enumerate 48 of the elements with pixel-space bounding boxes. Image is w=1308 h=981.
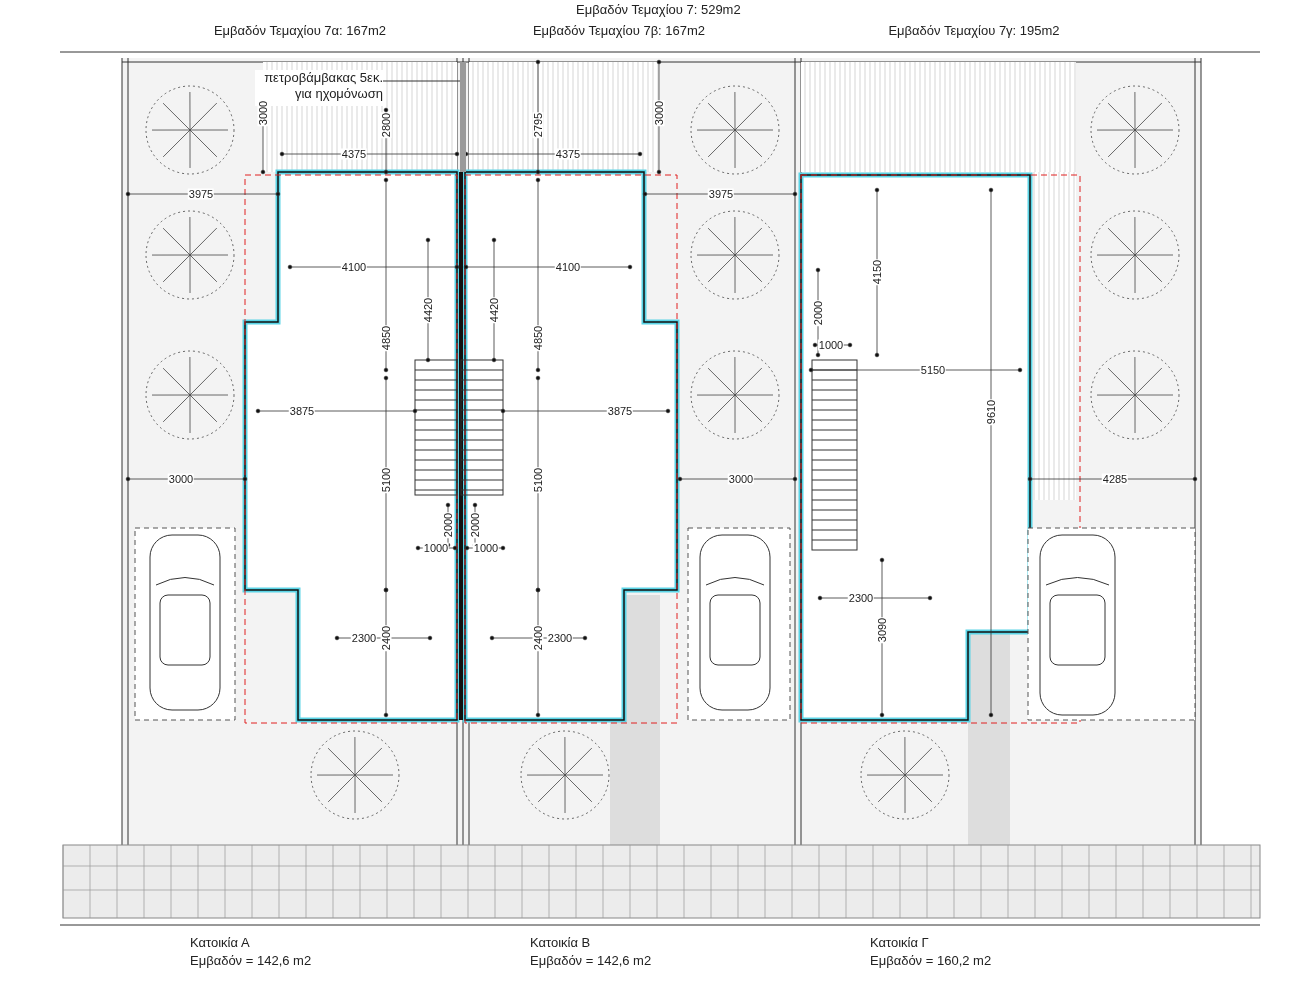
dimension-label: 2300 [546, 632, 574, 644]
dimension-label: 3000 [257, 99, 269, 127]
dimension-label: 2300 [847, 592, 875, 604]
dimension-label: 2795 [532, 111, 544, 139]
dimension-label: 4420 [488, 296, 500, 324]
dimension-label: 4420 [422, 296, 434, 324]
dimension-label: 3975 [707, 188, 735, 200]
dimension-label: 2000 [812, 299, 824, 327]
insulation-strip [460, 62, 466, 172]
dimension-label: 1000 [422, 542, 450, 554]
dimension-label: 5100 [380, 466, 392, 494]
plot-area-label: Εμβαδόν Τεμαχίου 7γ: 195m2 [888, 23, 1060, 37]
house-area-label: Εμβαδόν = 142,6 m2 [530, 953, 652, 967]
dimension-label: 5150 [919, 364, 947, 376]
house-area-label: Κατοικία Γ [870, 935, 929, 949]
dimension-label: 2000 [469, 511, 481, 539]
house-area-label: Εμβαδόν = 142,6 m2 [190, 953, 312, 967]
dimension-label: 4100 [340, 261, 368, 273]
plot-area-label: Εμβαδόν Τεμαχίου 7β: 167m2 [532, 23, 706, 37]
dimension-label: 1000 [472, 542, 500, 554]
house-area-label: Κατοικία Α [190, 935, 250, 949]
plot-area-title: Εμβαδόν Τεμαχίου 7: 529m2 [576, 1, 741, 19]
dimension-label: 4850 [532, 324, 544, 352]
plot-area-label: Εμβαδόν Τεμαχίου 7α: 167m2 [213, 23, 387, 37]
house-area-label: Εμβαδόν = 160,2 m2 [870, 953, 992, 967]
leader-line [382, 80, 461, 82]
dimension-label: 2400 [380, 624, 392, 652]
dimension-label: 3875 [606, 405, 634, 417]
dimension-label: 4375 [340, 148, 368, 160]
dimension-label: 4150 [871, 258, 883, 286]
dimension-label: 4100 [554, 261, 582, 273]
dimension-label: 3975 [187, 188, 215, 200]
dimension-label: 4850 [380, 324, 392, 352]
dimension-label: 2800 [380, 111, 392, 139]
dimension-label: 3875 [288, 405, 316, 417]
dimension-label: 5100 [532, 466, 544, 494]
dimension-label: 2300 [350, 632, 378, 644]
dimension-label: 9610 [985, 398, 997, 426]
dimension-label: 2000 [442, 511, 454, 539]
dimension-label: 3000 [653, 99, 665, 127]
dimension-label: 2400 [532, 624, 544, 652]
house-area-label: Κατοικία Β [530, 935, 591, 949]
dimension-label: 4285 [1101, 473, 1129, 485]
dimension-label: 4375 [554, 148, 582, 160]
dimension-label: 3000 [167, 473, 195, 485]
dimension-label: 1000 [817, 339, 845, 351]
dimension-label: 3000 [727, 473, 755, 485]
dimension-label: 3090 [876, 616, 888, 644]
